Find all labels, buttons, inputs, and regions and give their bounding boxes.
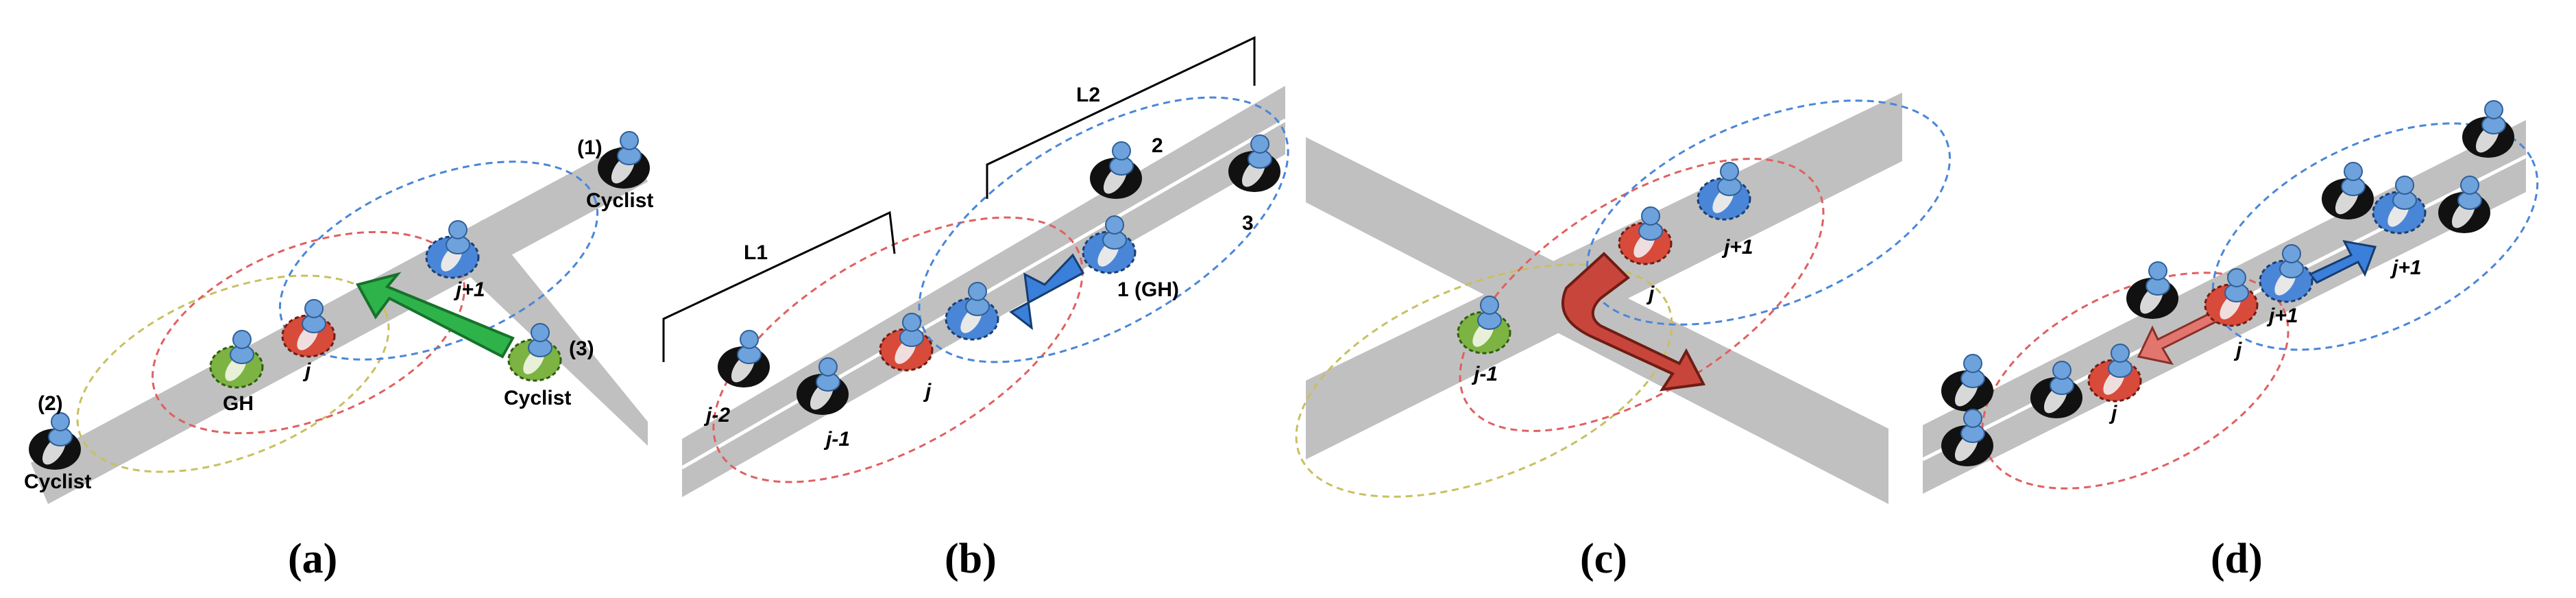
- cyclist-2-num: (2): [38, 392, 63, 415]
- range-red: [1459, 158, 1825, 432]
- cyclist-2-label: Cyclist: [24, 470, 91, 493]
- cyclist-1-num: (1): [577, 136, 603, 159]
- panel-d: j j j+1 j+1 (d): [1921, 100, 2539, 582]
- rider-2: [1089, 141, 1143, 200]
- road: [31, 141, 648, 504]
- j-plus-1-label: j+1: [1721, 236, 1753, 259]
- turn-arrow: [356, 272, 515, 359]
- l2-label: L2: [1076, 84, 1100, 106]
- l1-label: L1: [744, 241, 768, 264]
- rider-2-label: 2: [1152, 134, 1163, 157]
- rider-3-label: 3: [1242, 212, 1254, 235]
- road-cross: [1306, 137, 1888, 504]
- rider-j-minus-2: [717, 330, 770, 388]
- range-olive: [1295, 263, 1673, 498]
- j-label: j: [923, 380, 932, 403]
- gh-rider-label: 1 (GH): [1117, 278, 1179, 301]
- bracket-l2: [986, 36, 1256, 199]
- rider-black-1: [1941, 354, 1994, 412]
- j-label: j: [302, 359, 311, 382]
- rider-black-4: [2126, 261, 2179, 320]
- forward-arrow: [1009, 253, 1085, 331]
- j-plus-1-right-label: j+1: [2390, 256, 2422, 279]
- backward-arrow: [2137, 311, 2220, 366]
- cyclist-3-label: Cyclist: [504, 387, 571, 409]
- j-plus-1-label: j+1: [453, 278, 485, 301]
- rider-black-7: [2462, 100, 2515, 158]
- j-label: j: [1646, 283, 1655, 305]
- rider-black-5: [2321, 162, 2374, 220]
- bracket-l1: [662, 211, 896, 362]
- j-left-label: j: [2109, 402, 2117, 424]
- j-plus-1-left-label: j+1: [2266, 304, 2298, 327]
- cyclist-2: [28, 412, 82, 470]
- range-red: [712, 216, 1084, 483]
- range-blue: [918, 96, 1289, 363]
- caption-d: (d): [2211, 536, 2263, 582]
- j-minus-1-label: j-1: [1471, 363, 1498, 385]
- cyclist-1: [597, 131, 651, 189]
- j-center-label: j: [2233, 339, 2242, 361]
- j-minus-2-label: j-2: [703, 404, 730, 427]
- cyclist-3-num: (3): [569, 337, 594, 360]
- panel-a: (1) Cyclist (2) Cyclist (3) Cyclist GH j…: [24, 131, 653, 582]
- j-minus-1-label: j-1: [823, 428, 850, 451]
- caption-c: (c): [1580, 536, 1627, 582]
- panel-b: L1 L2 j-2 j-1 j 1 (GH) 2 3 (b): [662, 36, 1289, 582]
- panel-c: j-1 j j+1 (c): [1295, 93, 1951, 582]
- caption-b: (b): [945, 536, 997, 582]
- forward-arrow: [2308, 240, 2377, 284]
- gh-label: GH: [223, 392, 254, 415]
- rider-gh: [209, 329, 264, 389]
- caption-a: (a): [288, 536, 337, 582]
- cyclist-1-label: Cyclist: [586, 189, 653, 212]
- turn-arrow: [1562, 252, 1706, 392]
